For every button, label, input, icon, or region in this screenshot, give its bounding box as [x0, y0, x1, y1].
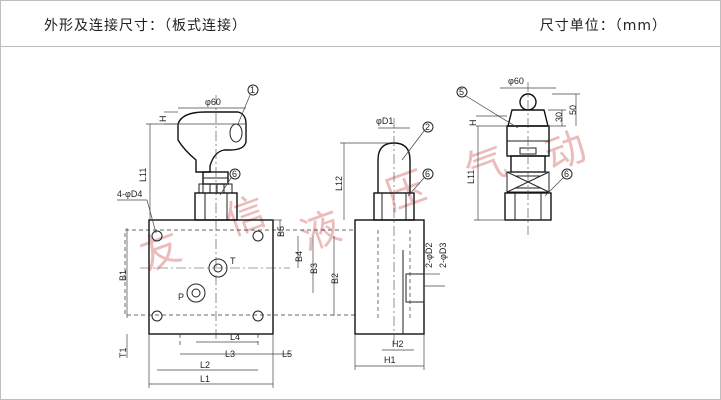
base-plate [148, 219, 274, 335]
dim-phi60-right: φ60 [508, 76, 524, 86]
port-p-label: P [178, 292, 184, 302]
dim-b4: B4 [294, 251, 304, 262]
port-p-hole [186, 283, 206, 303]
dim-2-phid3: 2-φD3 [438, 243, 448, 268]
dim-b3: B3 [309, 263, 319, 274]
dim-phid1: φD1 [376, 116, 393, 126]
unit-label: 尺寸单位：（mm） [539, 18, 667, 34]
svg-text:6: 6 [232, 169, 237, 179]
mount-hole [151, 230, 163, 242]
front-view: T P φ60 H L11 4-φD4 B1 T1 B5 B4 B3 [117, 84, 356, 388]
callout-6-right [561, 168, 573, 180]
dim-b2: B2 [330, 273, 340, 284]
dim-h-right: H [468, 120, 478, 127]
mount-hole [252, 310, 264, 322]
drawing-title: 外形及连接尺寸：（板式连接） [44, 18, 247, 34]
dim-l2: L2 [200, 360, 210, 370]
watermark: 友 信 液 压 气 动 [134, 123, 592, 280]
svg-text:1: 1 [250, 85, 255, 95]
dim-h2: H2 [392, 339, 404, 349]
callout-2 [422, 121, 434, 133]
dim-l11-front: L11 [138, 168, 148, 182]
handle-knob [177, 111, 247, 173]
dim-l12: L12 [334, 176, 344, 191]
dim-b5: B5 [276, 226, 286, 237]
dim-t1: T1 [118, 347, 128, 358]
port-counterbore [405, 273, 425, 303]
dim-l11-right: L11 [466, 170, 476, 184]
dim-l5: L5 [282, 349, 292, 359]
dim-phi60-front: φ60 [205, 97, 221, 107]
svg-text:6: 6 [425, 169, 430, 179]
watermark-char-5: 气 [459, 138, 512, 195]
mount-hole [252, 230, 264, 242]
dim-l4: L4 [230, 332, 240, 342]
mount-hole [151, 310, 163, 322]
dim-30: 30 [554, 112, 564, 122]
dim-4-phid4: 4-φD4 [117, 189, 142, 199]
header-bar: 外形及连接尺寸：（板式连接） 尺寸单位：（mm） [0, 0, 721, 47]
svg-text:2: 2 [425, 122, 430, 132]
right-view: φ60 30 50 H L11 5 6 [456, 76, 580, 235]
dim-l1: L1 [200, 374, 210, 384]
knob-grip [229, 123, 243, 143]
dim-h1: H1 [384, 355, 396, 365]
dim-2-phid2: 2-φD2 [424, 243, 434, 268]
callout-6-side [422, 168, 434, 180]
dim-50: 50 [568, 105, 578, 115]
port-t-label: T [230, 256, 236, 266]
side-view: φD1 2-φD2 2-φD3 L12 H2 H1 2 6 [334, 116, 448, 370]
dim-b1: B1 [118, 270, 128, 281]
side-plate [354, 219, 425, 335]
callout-6-front [229, 168, 241, 180]
callout-1 [247, 84, 259, 96]
svg-text:6: 6 [564, 169, 569, 179]
callout-5 [456, 86, 468, 98]
svg-text:5: 5 [459, 87, 464, 97]
dim-h-front: H [158, 116, 168, 123]
dim-l3: L3 [225, 349, 235, 359]
